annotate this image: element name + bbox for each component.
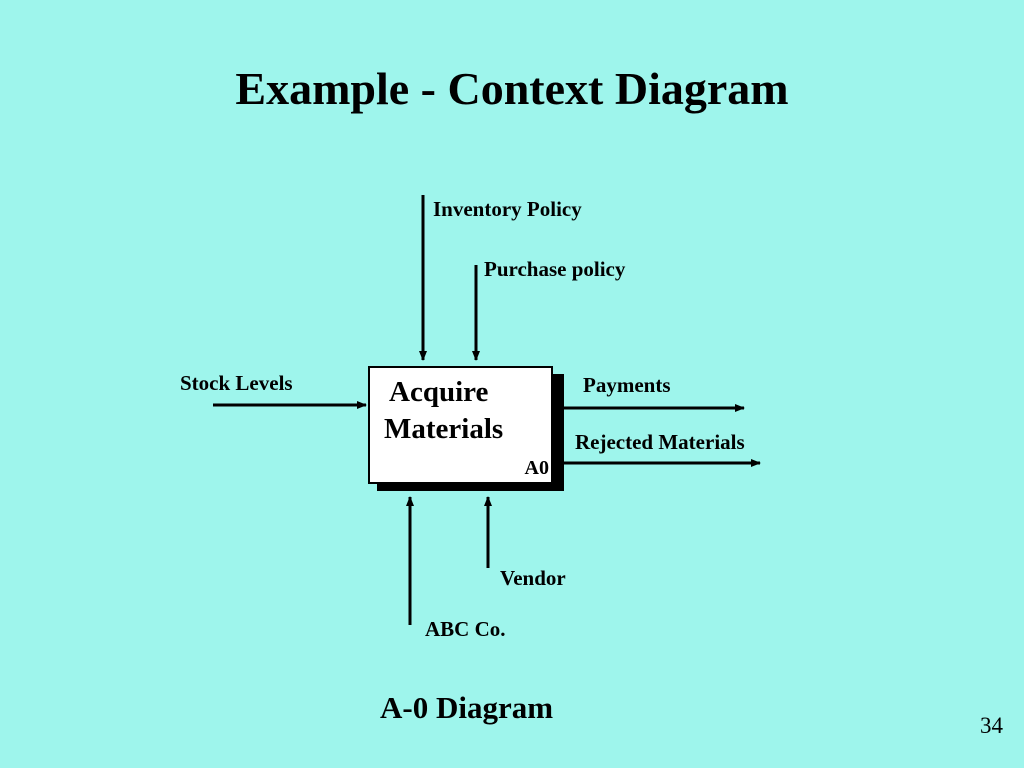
control-label-inventory-policy: Inventory Policy [433,197,582,221]
input-label-stock-levels: Stock Levels [180,371,293,395]
mechanism-label-vendor: Vendor [500,566,566,590]
activity-label-line2: Materials [384,413,504,445]
activity-label-line1: Acquire [389,376,489,408]
diagram-caption: A-0 Diagram [380,690,554,725]
mechanism-label-abc-co: ABC Co. [425,617,506,641]
control-label-purchase-policy: Purchase policy [484,257,626,281]
slide-title: Example - Context Diagram [235,63,789,114]
activity-node-id: A0 [524,457,549,479]
page-number: 34 [980,713,1003,738]
activity-label: Acquire Materials [384,374,503,448]
output-label-rejected-materials: Rejected Materials [575,430,745,454]
activity-box: Acquire Materials A0 [368,366,553,484]
output-label-payments: Payments [583,373,671,397]
